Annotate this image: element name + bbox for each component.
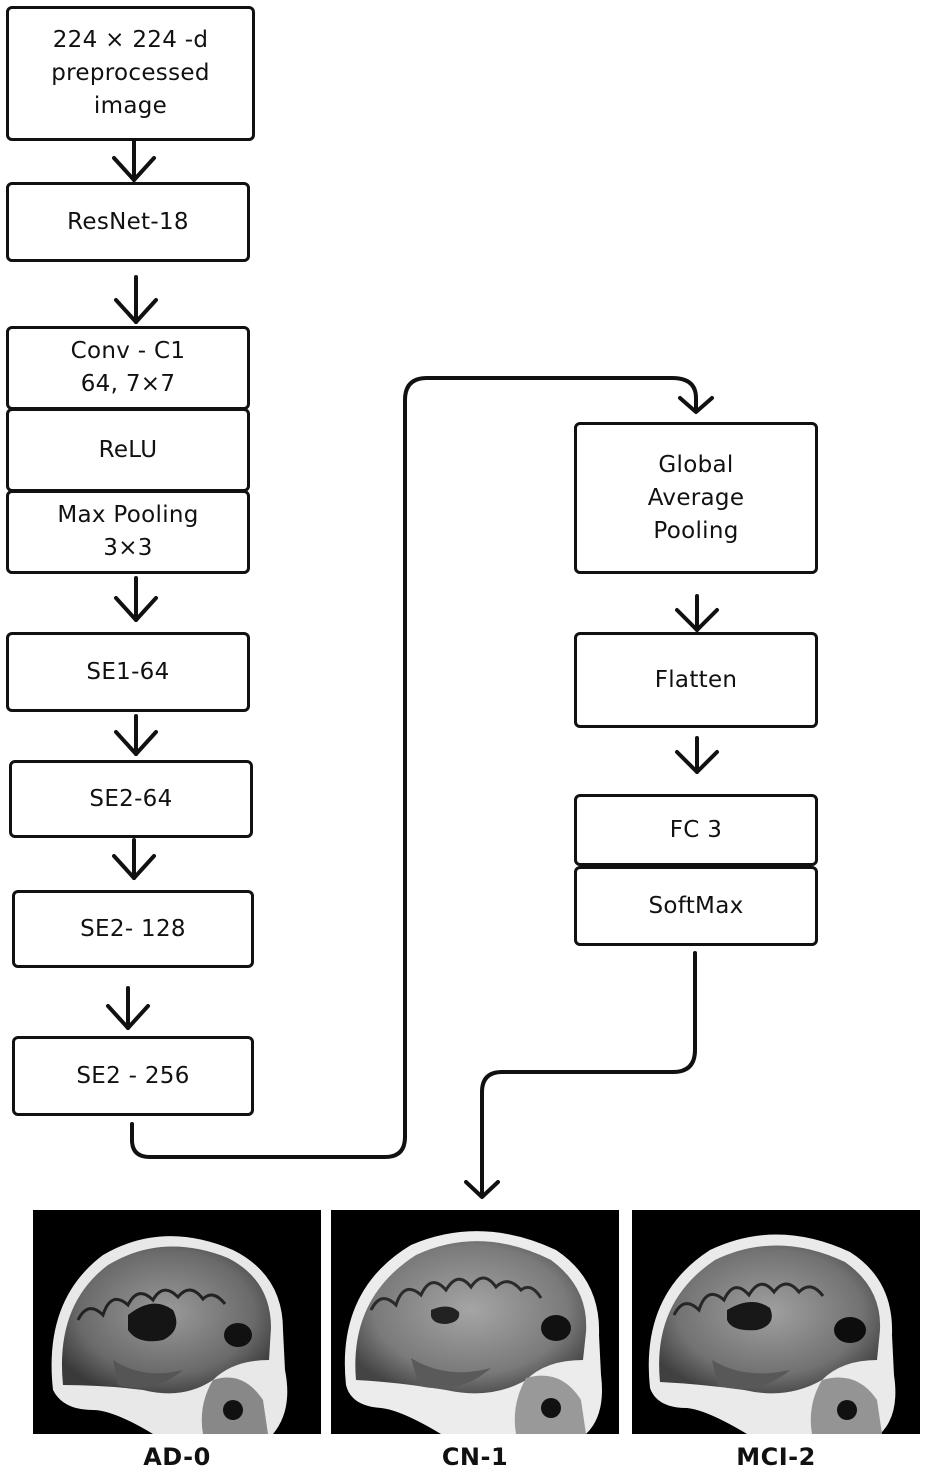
relu-label: ReLU	[98, 436, 158, 463]
arrow-head-output	[464, 1180, 500, 1199]
input-line-3: image	[93, 93, 168, 119]
arrow-resnet-conv	[114, 275, 158, 324]
maxpool-line-1: Max Pooling	[57, 502, 199, 528]
gap-line-2: Average	[647, 484, 745, 511]
label-cn: CN-1	[441, 1443, 509, 1471]
se2c-label: SE2 - 256	[76, 1062, 190, 1089]
resnet-box: ResNet-18	[6, 182, 250, 262]
mri-image-ad	[33, 1210, 321, 1434]
brain-mri-icon	[51, 1236, 288, 1434]
input-line-1: 224 × 224 -d	[52, 27, 209, 53]
softmax-box: SoftMax	[574, 866, 818, 946]
conv-line-1: Conv - C1	[70, 338, 186, 364]
se2-128-box: SE2- 128	[12, 890, 254, 968]
arrow-gap-flatten	[675, 594, 719, 632]
se2b-label: SE2- 128	[80, 915, 186, 942]
arrow-head-gap	[678, 396, 714, 414]
arrow-maxpool-se1	[114, 576, 158, 622]
label-ad: AD-0	[143, 1443, 211, 1471]
resnet-label: ResNet-18	[67, 208, 189, 235]
input-image-box: 224 × 224 -d preprocessed image	[6, 6, 255, 141]
fc-label: FC 3	[669, 816, 723, 843]
conv-c1-box: Conv - C1 64, 7×7	[6, 326, 250, 410]
maxpool-line-2: 3×3	[103, 535, 153, 561]
fc3-box: FC 3	[574, 794, 818, 866]
arrow-se1-se2a	[114, 714, 158, 756]
gap-line-1: Global	[658, 451, 734, 478]
arrow-flatten-fc	[675, 736, 719, 774]
brain-mri-icon	[648, 1234, 896, 1434]
gap-line-3: Pooling	[653, 517, 739, 544]
mri-image-mci	[632, 1210, 920, 1434]
connector-se2c-gap	[130, 376, 698, 1159]
mri-image-cn	[331, 1210, 619, 1434]
label-mci: MCI-2	[736, 1443, 816, 1471]
se1-64-box: SE1-64	[6, 632, 250, 712]
conv-line-2: 64, 7×7	[80, 371, 176, 397]
se2-256-box: SE2 - 256	[12, 1036, 254, 1116]
brain-mri-icon	[344, 1231, 602, 1434]
arrow-input-resnet	[112, 139, 156, 182]
input-line-2: preprocessed	[51, 60, 210, 86]
max-pooling-box: Max Pooling 3×3	[6, 490, 250, 574]
relu-box: ReLU	[6, 408, 250, 492]
se2a-label: SE2-64	[89, 785, 173, 812]
se2-64-box: SE2-64	[9, 760, 253, 838]
global-average-pooling-box: Global Average Pooling	[574, 422, 818, 574]
flatten-box: Flatten	[574, 632, 818, 728]
connector-softmax-output	[480, 951, 697, 1197]
se1-label: SE1-64	[86, 658, 170, 685]
softmax-label: SoftMax	[648, 892, 744, 919]
flatten-label: Flatten	[654, 666, 738, 693]
arrow-se2b-se2c	[106, 986, 150, 1030]
arrow-se2a-se2b	[112, 838, 156, 880]
